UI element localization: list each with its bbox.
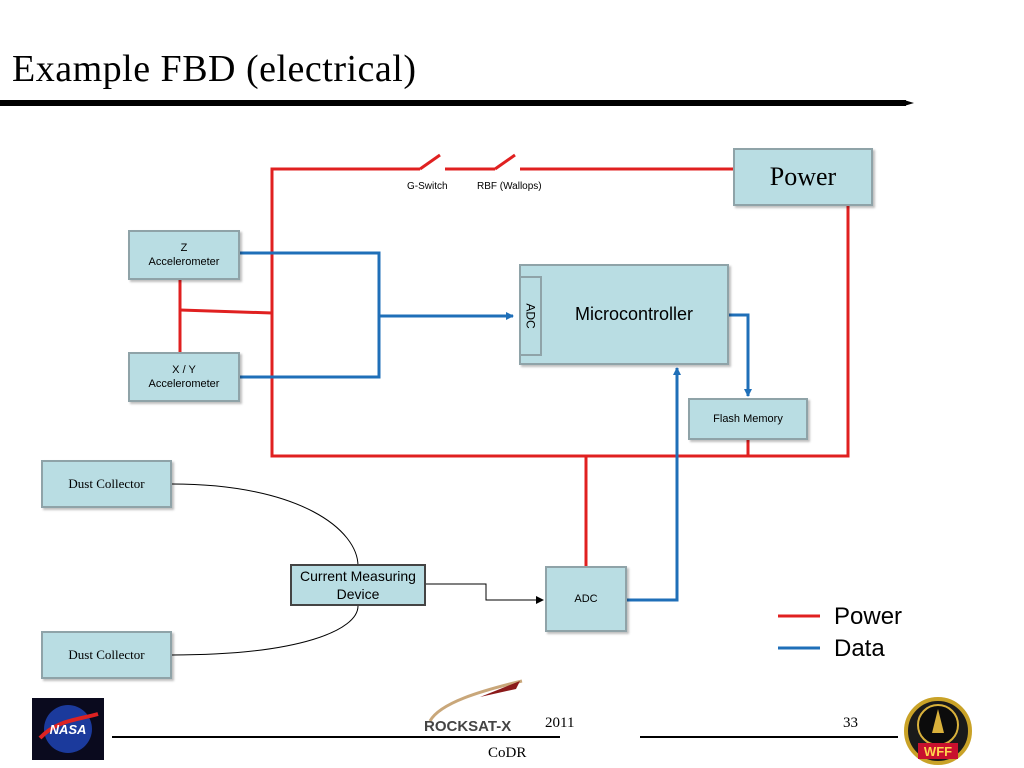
z-accelerometer-box: Z Accelerometer (128, 230, 240, 280)
adc-label: ADC (574, 593, 598, 605)
power-loop (270, 167, 850, 458)
accel-power-branch (179, 308, 273, 315)
flash-memory-box: Flash Memory (688, 398, 808, 440)
power-box-label: Power (769, 162, 837, 191)
footer-year: 2011 (545, 715, 575, 731)
nasa-logo-text: NASA (50, 722, 87, 737)
footer-text: CoDR (488, 745, 527, 761)
xy-accelerometer-box: X / Y Accelerometer (128, 352, 240, 402)
z-accel-data (240, 251, 381, 316)
dust-collector-bottom-wire (171, 605, 359, 656)
microcontroller-adc-block: ADC (519, 276, 542, 356)
title-rule-tip (904, 100, 914, 106)
microcontroller-label: Microcontroller (574, 304, 694, 324)
title-rule (0, 100, 906, 106)
g-switch-label: G-Switch (407, 181, 448, 192)
adc-to-mcu-data (627, 367, 681, 602)
z-accelerometer-label: Accelerometer (148, 256, 220, 268)
power-box: Power (733, 148, 873, 206)
legend-power-label: Power (834, 603, 903, 630)
microcontroller-box: Microcontroller (519, 264, 729, 365)
z-accelerometer-axis: Z (180, 242, 188, 254)
rocksat-x-logo: ROCKSAT-X (424, 679, 523, 735)
data-lines (240, 251, 752, 602)
rbf-switch-label: RBF (Wallops) (477, 181, 542, 192)
current-measuring-device-box: Current Measuring Device (290, 564, 426, 606)
rbf-switch (494, 153, 516, 171)
adc-box: ADC (545, 566, 627, 632)
dust-collector-bottom-label: Dust Collector (68, 647, 145, 662)
power-lines (178, 153, 850, 566)
flash-memory-label: Flash Memory (713, 413, 783, 425)
dust-collector-top-label: Dust Collector (68, 476, 145, 491)
xy-accelerometer-axis: X / Y (172, 364, 196, 376)
current-measuring-device-line2: Device (336, 586, 380, 602)
xy-accelerometer-label: Accelerometer (148, 378, 220, 390)
wff-logo: WFF (904, 697, 972, 765)
wff-logo-text: WFF (924, 744, 952, 759)
current-measuring-device-line1: Current Measuring (300, 568, 416, 584)
mcu-to-flash-data (729, 313, 752, 397)
nasa-logo: NASA (32, 698, 104, 760)
xy-accel-data (240, 316, 381, 379)
rocksat-x-logo-text: ROCKSAT-X (424, 718, 511, 735)
page-number: 33 (843, 715, 858, 731)
microcontroller-adc-label: ADC (523, 303, 538, 329)
slide-title: Example FBD (electrical) (12, 48, 417, 90)
g-switch (419, 153, 441, 171)
cmd-to-adc-signal (426, 583, 544, 604)
dust-collector-bottom-box: Dust Collector (41, 631, 172, 679)
dust-collector-top-box: Dust Collector (41, 460, 172, 508)
dust-collector-top-wire (171, 483, 359, 567)
legend-data-label: Data (834, 635, 885, 662)
signal-lines (171, 483, 544, 656)
